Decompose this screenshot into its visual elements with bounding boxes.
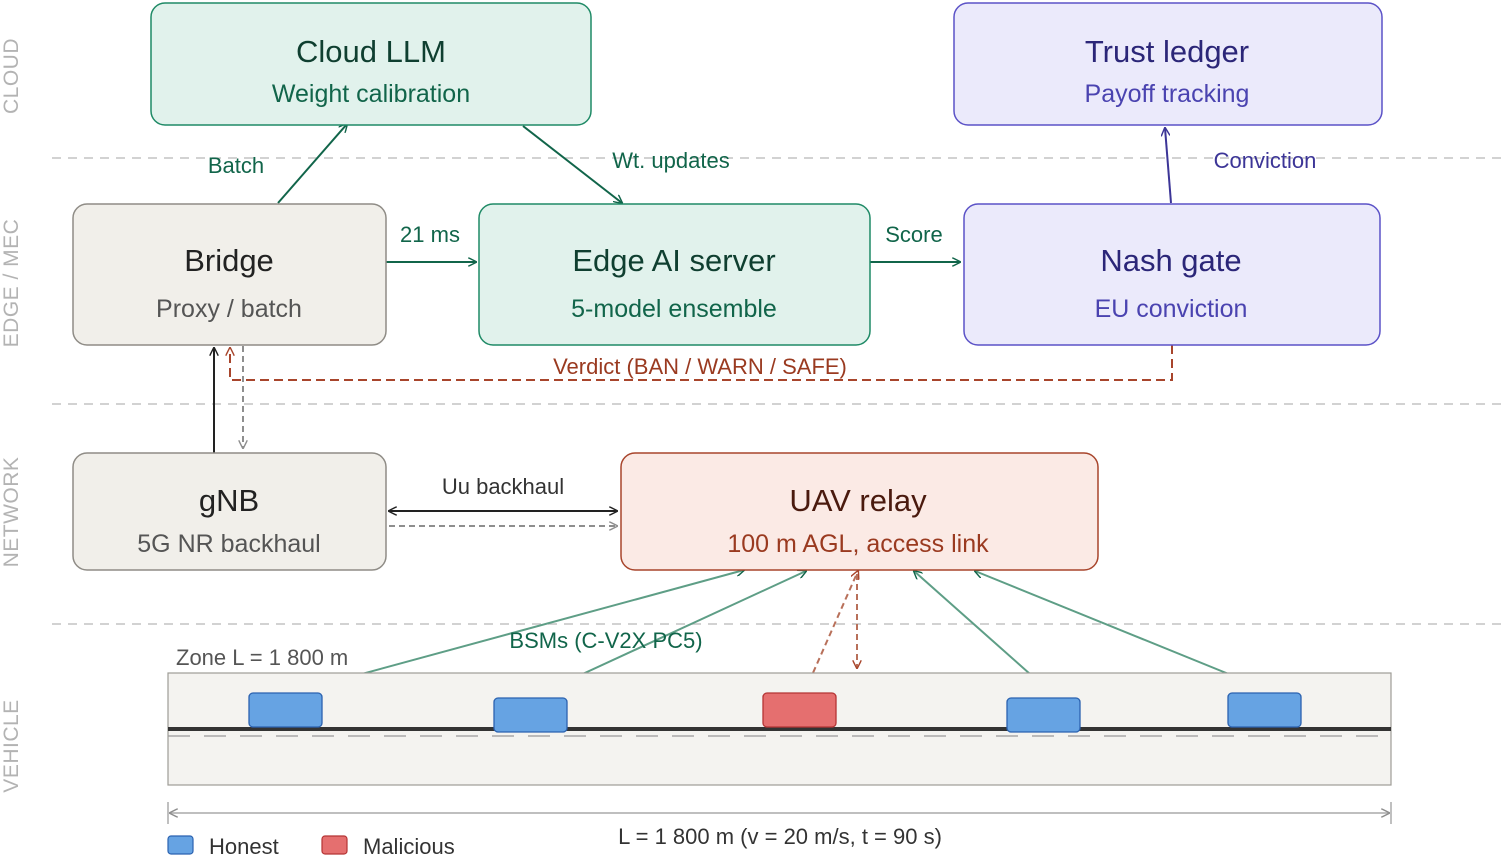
arrow-bridge-to-cloud-llm <box>277 124 347 204</box>
node-edge-ai-subtitle: 5-model ensemble <box>571 295 777 323</box>
edge-label-wt-updates: Wt. updates <box>612 148 729 173</box>
vehicle-malicious[interactable] <box>762 692 837 728</box>
node-cloud-llm[interactable]: Cloud LLM Weight calibration <box>150 2 592 126</box>
node-gnb-box <box>72 452 387 571</box>
node-gnb-title: gNB <box>199 483 259 518</box>
edge-label-bsms: BSMs (C-V2X PC5) <box>509 628 702 653</box>
node-uav-subtitle: 100 m AGL, access link <box>727 530 989 558</box>
node-trust-ledger-box <box>953 2 1383 126</box>
node-cloud-llm-box <box>150 2 592 126</box>
node-edge-ai-box <box>478 203 871 346</box>
length-label: L = 1 800 m (v = 20 m/s, t = 90 s) <box>618 824 942 849</box>
vehicle-honest[interactable] <box>1006 697 1081 733</box>
node-uav-title: UAV relay <box>789 483 927 518</box>
zone-label: Zone L = 1 800 m <box>176 645 348 670</box>
node-edge-ai-server[interactable]: Edge AI server 5-model ensemble <box>478 203 871 346</box>
vehicle-honest[interactable] <box>248 692 323 728</box>
edge-label-verdict: Verdict (BAN / WARN / SAFE) <box>553 354 847 379</box>
node-nash-gate-box <box>963 203 1381 346</box>
vehicles <box>248 692 1302 733</box>
edge-label-uu-backhaul: Uu backhaul <box>442 474 564 499</box>
bsm-link-vehicle-4 <box>914 571 1049 691</box>
tier-label-vehicle: VEHICLE <box>0 699 23 792</box>
tier-label-cloud: CLOUD <box>0 38 23 114</box>
node-bridge-title: Bridge <box>184 243 274 278</box>
node-cloud-llm-subtitle: Weight calibration <box>272 80 470 108</box>
bsm-link-vehicle-2 <box>547 571 806 691</box>
tier-separators <box>52 157 1505 625</box>
legend-honest-label: Honest <box>209 834 279 858</box>
bsm-link-vehicle-5 <box>975 571 1269 691</box>
edge-label-batch: Batch <box>208 153 264 178</box>
node-nash-gate[interactable]: Nash gate EU conviction <box>963 203 1381 346</box>
vehicle-honest[interactable] <box>1227 692 1302 728</box>
node-cloud-llm-title: Cloud LLM <box>296 34 446 69</box>
bsm-links <box>302 570 1269 692</box>
tier-label-edge: EDGE / MEC <box>0 219 23 348</box>
node-bridge-subtitle: Proxy / batch <box>156 295 302 323</box>
vehicle-honest[interactable] <box>493 697 568 733</box>
node-nash-gate-subtitle: EU conviction <box>1095 295 1248 323</box>
edge-label-score: Score <box>885 222 942 247</box>
arrow-verdict-feedback <box>230 345 1173 381</box>
node-bridge[interactable]: Bridge Proxy / batch <box>72 203 387 346</box>
arrow-cloud-llm-to-edge-ai <box>522 125 622 203</box>
arrow-nash-gate-to-trust-ledger <box>1165 128 1172 204</box>
node-edge-ai-title: Edge AI server <box>572 243 775 278</box>
node-trust-ledger-subtitle: Payoff tracking <box>1085 80 1250 108</box>
legend-malicious-label: Malicious <box>363 834 455 858</box>
bsm-link-vehicle-3-malicious <box>804 571 858 692</box>
tier-label-network: NETWORK <box>0 457 23 568</box>
node-trust-ledger[interactable]: Trust ledger Payoff tracking <box>953 2 1383 126</box>
legend-malicious-swatch <box>321 835 348 855</box>
legend: Honest Malicious <box>167 834 455 858</box>
node-bridge-box <box>72 203 387 346</box>
edge-label-conviction: Conviction <box>1214 148 1317 173</box>
node-uav-relay[interactable]: UAV relay 100 m AGL, access link <box>620 452 1099 571</box>
node-nash-gate-title: Nash gate <box>1100 243 1241 278</box>
bsm-link-vehicle-1 <box>302 570 744 691</box>
legend-honest-swatch <box>167 835 194 855</box>
node-gnb-subtitle: 5G NR backhaul <box>137 530 320 558</box>
node-uav-box <box>620 452 1099 571</box>
node-trust-ledger-title: Trust ledger <box>1085 34 1249 69</box>
edge-label-latency: 21 ms <box>400 222 460 247</box>
node-gnb[interactable]: gNB 5G NR backhaul <box>72 452 387 571</box>
